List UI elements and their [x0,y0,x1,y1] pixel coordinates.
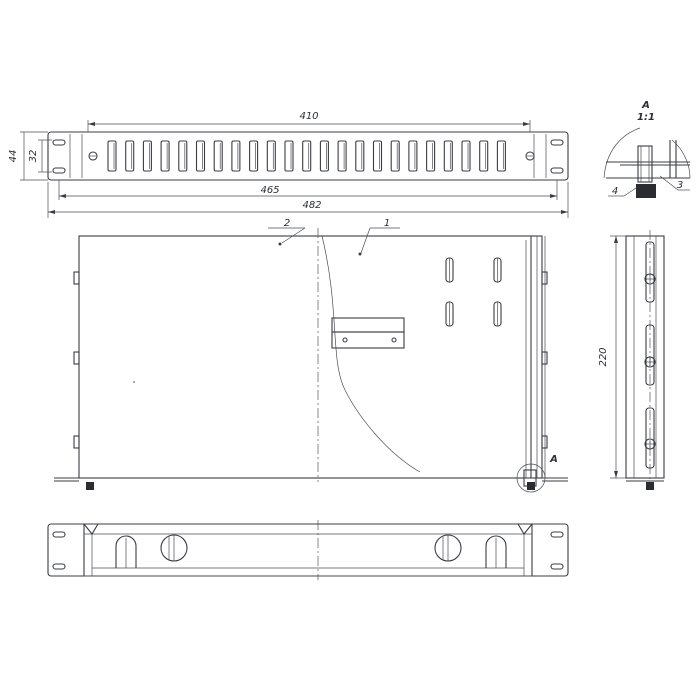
side-tab [73,435,80,449]
cable-entry [115,535,137,568]
panel-slot [266,140,276,172]
detail-scale: 1:1 [637,112,655,123]
panel-slot [195,140,206,172]
screw [644,356,656,368]
panel-slot [408,140,418,172]
cable-entry [160,534,188,562]
thumb-screw [86,482,94,490]
panel-slot [319,140,329,172]
detail-circle [516,463,546,493]
panel-slot [125,140,135,172]
screw [525,151,535,161]
callout-label: 4 [612,186,618,197]
front-view [47,131,569,181]
side-tab [541,271,548,285]
plan-view: A [54,228,568,493]
panel-slot [107,140,117,172]
panel-slot [479,140,489,172]
panel-slot [496,140,506,172]
panel-slot [284,140,294,172]
side-tab [73,271,80,285]
panel-slot [355,140,365,172]
dimension-label: 44 [8,150,19,163]
thumb-screw [636,184,656,198]
mount-hole [550,167,564,174]
dimension-label: 465 [260,185,279,196]
dimension-220: 220 [598,235,626,479]
bracket [331,331,405,349]
screw [391,337,397,343]
dimension-label: 32 [28,150,39,163]
panel-slot [178,140,188,172]
rear-view [47,520,569,580]
dimension-label: 410 [299,111,318,122]
side-tab [541,351,548,365]
side-tab [541,435,548,449]
panel-slot [443,140,453,172]
panel-slot [249,140,259,172]
panel-slot [231,140,241,172]
panel-slot [390,140,400,172]
cable-entry [485,535,507,568]
slot-row [107,140,506,172]
detail-mark: A [549,454,558,465]
panel-slot [337,140,347,172]
dimension-label: 220 [598,347,609,366]
side-view [625,230,665,490]
panel-slot [372,140,383,172]
detail-view: A 1:1 3 4 [603,100,691,198]
screw [644,273,656,285]
bolt [637,145,653,183]
mount-hole [52,139,66,146]
callout-label: 2 [284,218,290,229]
mount-hole [52,167,66,174]
panel-slot [160,140,170,172]
screw [342,337,348,343]
side-tab [73,351,80,365]
dimension-44: 44 [8,131,48,181]
cable-entry [434,534,462,562]
panel-slot [461,140,471,172]
callout-label: 3 [677,180,683,191]
panel-slot [213,140,223,172]
callout-label: 1 [384,218,390,229]
callout-1: 1 [360,218,400,254]
bracket [331,317,405,333]
dimension-482: 482 [47,182,569,218]
screw [88,151,98,161]
dimension-label: 482 [302,200,321,211]
detail-label: A [641,100,650,111]
panel-slot [142,140,152,172]
dimension-465: 465 [58,180,558,200]
panel-slot [302,140,312,172]
screw [644,438,656,450]
dimension-32: 32 [28,139,52,173]
slot-holes [445,257,502,327]
callout-2: 2 [268,218,306,244]
dimension-410: 410 [87,111,531,132]
panel-slot [426,140,436,172]
mount-hole [550,139,564,146]
